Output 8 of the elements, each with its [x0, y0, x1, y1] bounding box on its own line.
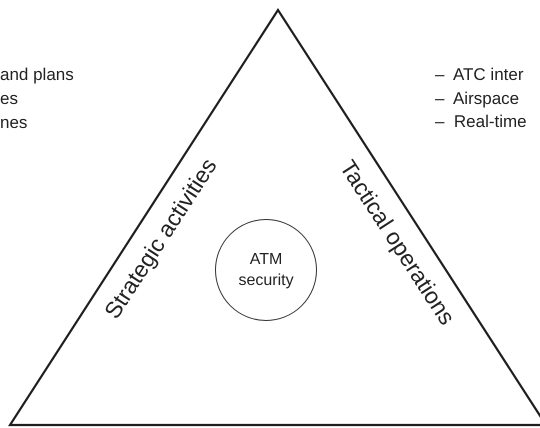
list-item: and plans [0, 65, 74, 85]
node-label: ATM security [237, 250, 295, 291]
list-item: nes [0, 113, 28, 133]
list-item: – Real-time [435, 112, 527, 132]
list-item: – Airspace [435, 89, 520, 109]
list-item: – ATC inter [435, 65, 524, 85]
circle-node [215, 219, 317, 321]
list-item: es [0, 89, 18, 109]
